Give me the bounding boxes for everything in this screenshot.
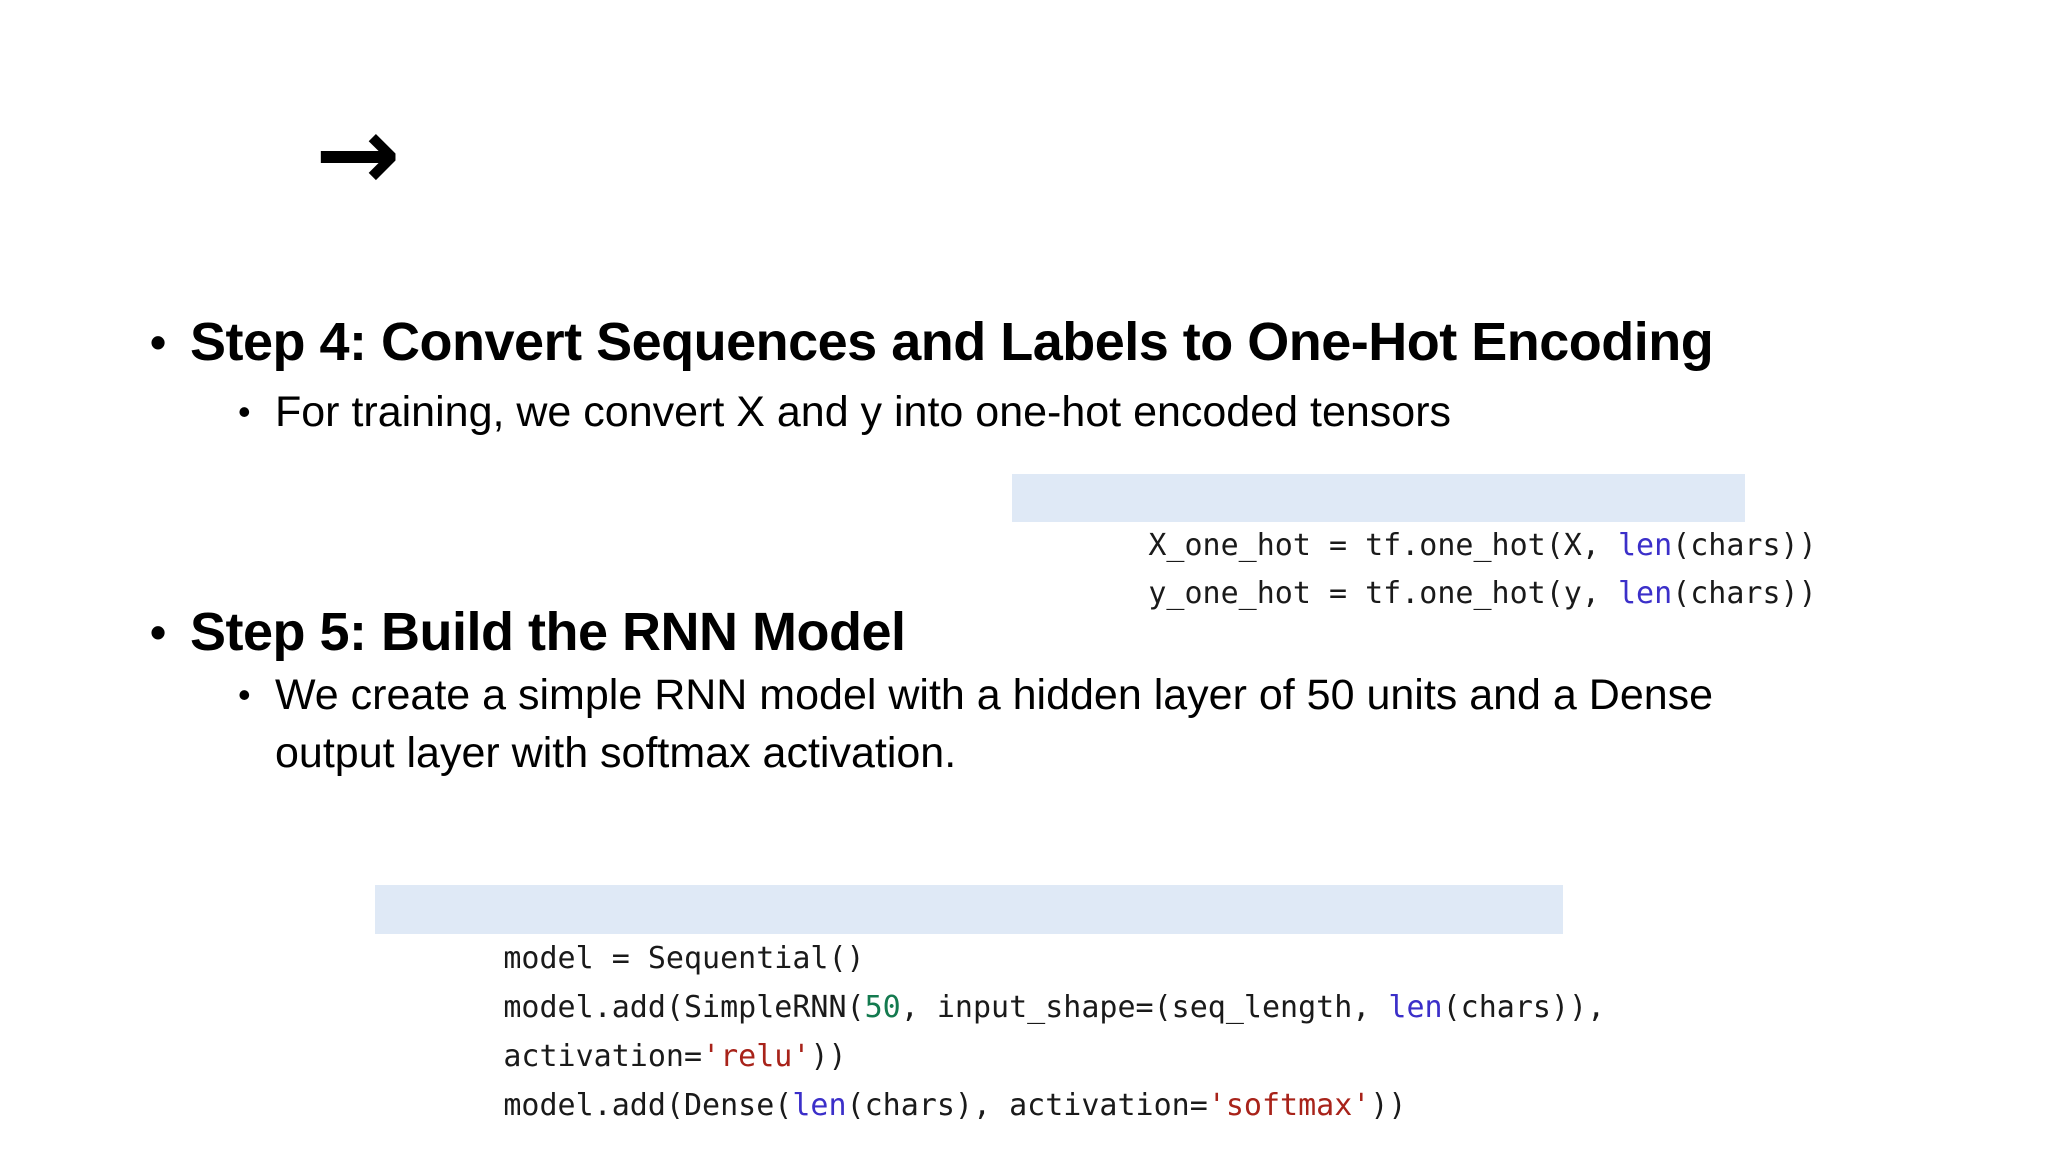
code-line: model.add(Dense(len(chars), activation='… [375,1032,1563,1123]
code-token: (chars)), [1442,990,1606,1025]
step4-heading-text: Step 4: Convert Sequences and Labels to … [190,312,1714,372]
bullet-marker: • [238,391,251,432]
code-line: activation='relu')) [375,983,1563,1074]
code-token: len [792,1088,847,1123]
bullet-marker: • [238,674,251,715]
code-token: activation= [503,1039,703,1074]
code-token: )) [1370,1088,1407,1123]
code-token: (chars)) [1672,576,1817,611]
step5-subpoint-text: We create a simple RNN model with a hidd… [275,666,1713,782]
code-token: , input_shape=(seq_length, [900,990,1389,1025]
code-token: model.add(Dense( [503,1088,793,1123]
code-token: model.add(SimpleRNN( [503,990,865,1025]
code-line: y_one_hot = tf.one_hot(y, len(chars)) [1012,522,1816,611]
code-line: model = Sequential() [375,885,1563,976]
code-token: model = Sequential() [503,941,865,976]
step5-subpoint-line2: output layer with softmax activation. [275,729,957,777]
bullet-marker: • [150,606,167,658]
code-token: (chars)) [1672,528,1817,563]
code-token: X_one_hot = tf.one_hot(X, [1148,528,1618,563]
bullet-step4-subpoint: • For training, we convert X and y into … [238,386,1451,438]
code-token: )) [810,1039,847,1074]
code-block-one-hot: X_one_hot = tf.one_hot(X, len(chars)) y_… [1012,474,1817,611]
code-token: 'relu' [702,1039,811,1074]
bullet-step5-heading: • Step 5: Build the RNN Model [150,600,906,665]
code-token: len [1388,990,1443,1025]
code-token: 'softmax' [1207,1088,1371,1123]
code-line: X_one_hot = tf.one_hot(X, len(chars)) [1012,474,1817,563]
code-token: len [1617,576,1673,611]
code-token: y_one_hot = tf.one_hot(y, [1148,576,1618,611]
code-token: (chars), activation= [846,1088,1208,1123]
step5-heading-text: Step 5: Build the RNN Model [190,602,906,662]
code-token: len [1617,528,1673,563]
bullet-step4-heading: • Step 4: Convert Sequences and Labels t… [150,310,1714,375]
step5-subpoint-line1: We create a simple RNN model with a hidd… [275,671,1714,719]
forward-arrow-icon: → [315,95,401,214]
code-block-model: model = Sequential() model.add(SimpleRNN… [375,885,1605,1123]
step4-subpoint-text: For training, we convert X and y into on… [275,388,1452,436]
code-line: model.add(SimpleRNN(50, input_shape=(seq… [375,934,1605,1025]
code-token: 50 [864,990,901,1025]
bullet-step5-subpoint: • We create a simple RNN model with a hi… [238,666,1713,782]
bullet-marker: • [150,316,167,368]
